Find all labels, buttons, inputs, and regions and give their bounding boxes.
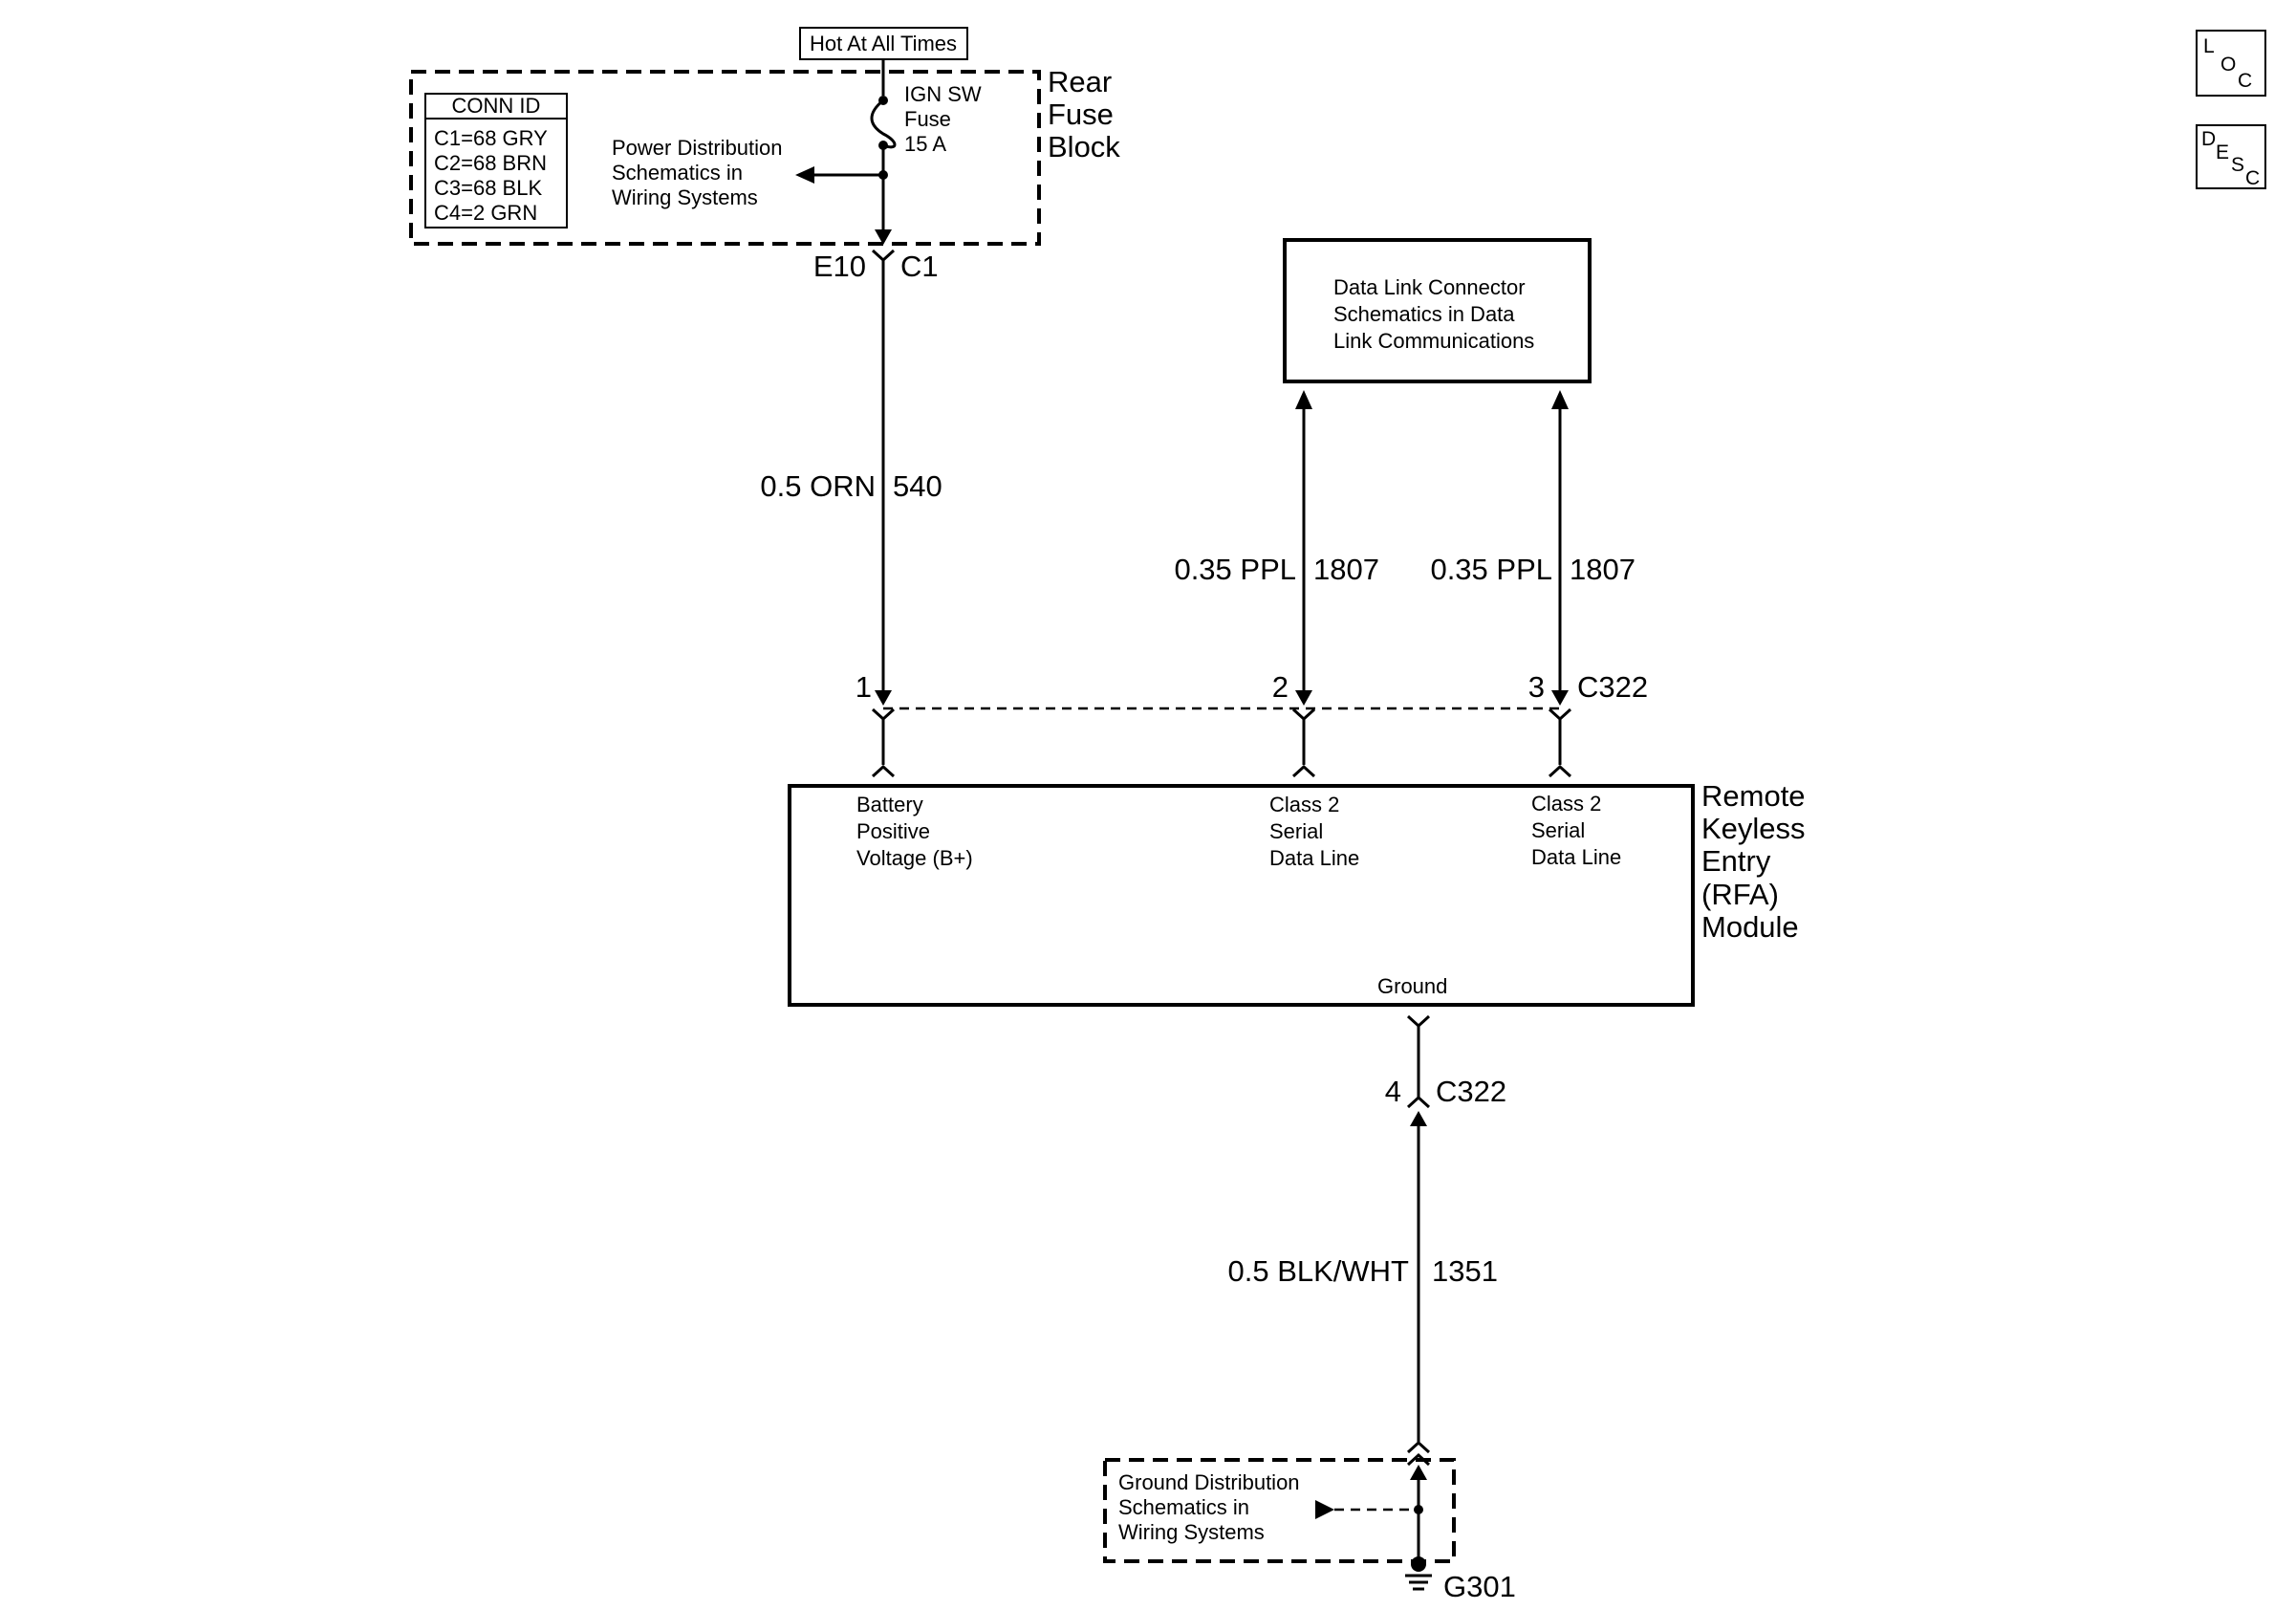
svg-text:Serial: Serial <box>1269 819 1323 843</box>
power-wire-circuit: 540 <box>893 469 942 503</box>
svg-text:Data Line: Data Line <box>1269 846 1359 870</box>
ign-sw-fuse <box>870 96 897 233</box>
svg-text:Data Line: Data Line <box>1531 845 1621 869</box>
rear-fuse-block-label: Rear Fuse Block <box>1048 65 1120 163</box>
svg-text:Keyless: Keyless <box>1701 812 1806 845</box>
ground-wire-size-color: 0.5 BLK/WHT <box>1228 1254 1410 1288</box>
loc-icon-letter-c: C <box>2238 70 2252 92</box>
ground-icon <box>1405 1556 1432 1591</box>
c322-bottom-name: C322 <box>1436 1075 1506 1108</box>
data-link-connector-label: Data Link Connector Schematics in Data L… <box>1333 275 1534 353</box>
svg-text:Rear: Rear <box>1048 65 1112 98</box>
data-wire-b-circuit: 1807 <box>1570 553 1635 586</box>
module-pin-battery-label: Battery Positive Voltage (B+) <box>856 793 973 870</box>
ground-distribution-outline <box>1103 1458 1456 1563</box>
svg-text:Schematics in Data: Schematics in Data <box>1333 302 1515 326</box>
desc-icon[interactable]: D E S C <box>2196 124 2266 189</box>
c322-pin-2 <box>1291 690 1316 778</box>
svg-text:Hot At All Times: Hot At All Times <box>810 32 957 55</box>
svg-text:Positive: Positive <box>856 819 930 843</box>
module-pin-ground-label: Ground <box>1377 974 1447 998</box>
fuse-out-arrow <box>875 229 892 245</box>
data-wire-a-size-color: 0.35 PPL <box>1174 553 1296 586</box>
power-dist-arrow <box>795 166 814 184</box>
data-wire-a-arrow <box>1295 390 1312 409</box>
c322-pin-2-label: 2 <box>1272 670 1289 704</box>
svg-text:Class 2: Class 2 <box>1531 792 1601 816</box>
e10-c1-connector <box>871 249 896 263</box>
svg-text:15 A: 15 A <box>904 132 946 156</box>
conn-id-title: CONN ID <box>452 94 541 118</box>
rke-module-box[interactable] <box>788 784 1695 1007</box>
svg-text:Remote: Remote <box>1701 779 1806 813</box>
conn-id-row: C4=2 GRN <box>434 201 537 225</box>
c322-pin-3 <box>1548 690 1572 778</box>
ground-distribution-reference[interactable]: Ground Distribution Schematics in Wiring… <box>1118 1470 1300 1544</box>
desc-icon-letter-d: D <box>2201 128 2216 150</box>
ign-sw-fuse-label: IGN SW Fuse 15 A <box>904 82 982 156</box>
module-pin-class2-b-label: Class 2 Serial Data Line <box>1531 792 1621 869</box>
svg-text:Link Communications: Link Communications <box>1333 329 1534 353</box>
svg-text:Power Distribution: Power Distribution <box>612 136 783 160</box>
connector-c1-label: C1 <box>900 250 939 283</box>
svg-text:Wiring Systems: Wiring Systems <box>612 185 758 209</box>
desc-icon-letter-c: C <box>2245 167 2260 189</box>
svg-text:Schematics in: Schematics in <box>1118 1495 1249 1519</box>
loc-icon-letter-l: L <box>2203 35 2215 57</box>
svg-text:Serial: Serial <box>1531 818 1585 842</box>
ground-wire-circuit: 1351 <box>1432 1254 1498 1288</box>
desc-icon-letter-s: S <box>2231 154 2244 176</box>
svg-text:(RFA): (RFA) <box>1701 878 1779 911</box>
conn-id-row: C1=68 GRY <box>434 126 548 150</box>
svg-text:Entry: Entry <box>1701 844 1771 878</box>
module-pin-class2-a-label: Class 2 Serial Data Line <box>1269 793 1359 870</box>
ground-point-g301: G301 <box>1443 1570 1516 1603</box>
svg-text:Schematics in: Schematics in <box>612 161 743 185</box>
svg-text:Wiring Systems: Wiring Systems <box>1118 1520 1265 1544</box>
svg-text:Block: Block <box>1048 130 1120 163</box>
loc-icon[interactable]: L O C <box>2196 30 2266 97</box>
connector-e10-label: E10 <box>813 250 866 283</box>
svg-text:Fuse: Fuse <box>1048 98 1114 131</box>
c322-pin-4 <box>1406 1014 1431 1126</box>
svg-text:Fuse: Fuse <box>904 107 951 131</box>
loc-icon-letter-o: O <box>2220 54 2236 76</box>
desc-icon-letter-e: E <box>2216 141 2229 163</box>
power-wire-size-color: 0.5 ORN <box>760 469 876 503</box>
ground-splice-dot <box>1414 1505 1423 1514</box>
rke-module-name: Remote Keyless Entry (RFA) Module <box>1701 779 1806 944</box>
conn-id-row: C2=68 BRN <box>434 151 547 175</box>
svg-text:Data Link Connector: Data Link Connector <box>1333 275 1526 299</box>
data-wire-b-arrow <box>1551 390 1569 409</box>
ground-dist-arrow <box>1315 1500 1334 1519</box>
c322-pin-3-label: 3 <box>1528 670 1545 704</box>
hot-at-all-times-label: Hot At All Times <box>799 27 968 60</box>
c322-top-name: C322 <box>1577 670 1648 704</box>
data-link-connector-box[interactable] <box>1283 238 1592 383</box>
data-wire-a-circuit: 1807 <box>1313 553 1379 586</box>
c322-pin-1 <box>871 690 896 778</box>
conn-id-table: CONN ID C1=68 GRY C2=68 BRN C3=68 BLK C4… <box>424 93 568 228</box>
svg-text:Ground Distribution: Ground Distribution <box>1118 1470 1300 1494</box>
svg-text:IGN SW: IGN SW <box>904 82 982 106</box>
power-distribution-reference[interactable]: Power Distribution Schematics in Wiring … <box>612 136 783 209</box>
c322-pin-1-label: 1 <box>856 670 872 704</box>
rear-fuse-block-outline <box>409 70 1041 246</box>
svg-text:Battery: Battery <box>856 793 923 816</box>
data-wire-b-size-color: 0.35 PPL <box>1430 553 1552 586</box>
c322-pin-4-label: 4 <box>1385 1075 1401 1108</box>
conn-id-row: C3=68 BLK <box>434 176 542 200</box>
svg-text:Module: Module <box>1701 910 1799 944</box>
svg-text:Class 2: Class 2 <box>1269 793 1339 816</box>
svg-text:Voltage (B+): Voltage (B+) <box>856 846 973 870</box>
